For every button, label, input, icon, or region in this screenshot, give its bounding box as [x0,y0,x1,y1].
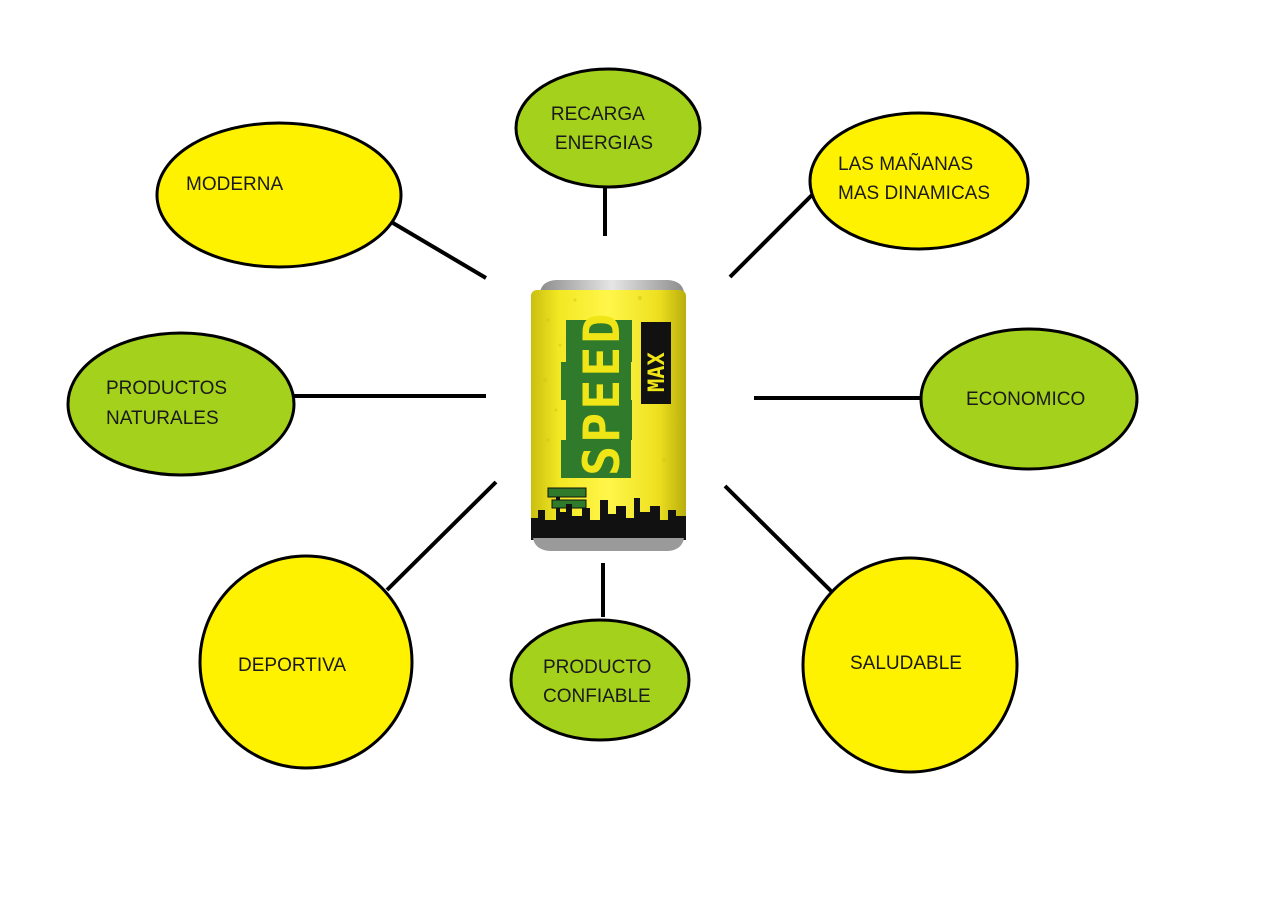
can-logo-panel-3 [561,362,631,400]
connector-moderna [391,221,488,280]
can-brand-text: SPEED [573,310,631,476]
node-economico: ECONOMICO [919,327,1139,471]
node-label: PRODUCTOS NATURALES [106,378,232,429]
node-label-line: NATURALES [106,408,219,429]
node-label-line: ENERGIAS [555,133,653,154]
node-label-line: RECARGA [551,104,645,125]
node-label-line: SALUDABLE [850,653,962,674]
can-brand-logo: SPEED MAX [561,310,671,478]
connectors [294,188,921,617]
can-sub-brand-text: MAX [645,352,670,392]
node-label-line: ECONOMICO [966,389,1085,410]
connector-las-mananas [728,192,815,279]
product-can-image: SPEED MAX [531,280,686,551]
connector-saludable [723,484,834,594]
node-label-line: MAS DINAMICAS [838,183,990,204]
can-logo-panel-2 [566,400,632,440]
can-bottom-rim [533,538,684,551]
nodes: RECARGA ENERGIAS MODERNA LAS MAÑANAS MAS… [66,67,1139,774]
node-producto-confiable: PRODUCTO CONFIABLE [509,618,691,742]
node-label: DEPORTIVA [238,655,346,676]
node-label-line: CONFIABLE [543,686,651,707]
node-label: RECARGA ENERGIAS [551,104,653,154]
node-label: PRODUCTO CONFIABLE [543,657,657,707]
node-label: ECONOMICO [966,389,1085,410]
node-label-line: PRODUCTO [543,657,651,678]
can-logo-panel-1 [561,440,631,478]
node-moderna: MODERNA [155,121,403,269]
node-label-line: DEPORTIVA [238,655,346,676]
node-deportiva: DEPORTIVA [198,554,414,770]
node-saludable: SALUDABLE [801,556,1019,774]
node-label: SALUDABLE [850,653,962,674]
can-city-skyline [531,498,686,540]
can-top-rim [540,280,684,292]
connector-deportiva [385,480,498,592]
node-label-line: LAS MAÑANAS [838,153,973,175]
node-label-line: PRODUCTOS [106,378,227,399]
node-las-mananas: LAS MAÑANAS MAS DINAMICAS [808,111,1030,251]
can-sub-brand-badge [641,322,671,404]
node-productos-naturales: PRODUCTOS NATURALES [66,331,296,477]
node-label: LAS MAÑANAS MAS DINAMICAS [838,153,990,204]
node-label-line: MODERNA [186,174,283,195]
node-label: MODERNA [186,174,283,195]
can-logo-panel-4 [566,320,632,362]
node-recarga-energias: RECARGA ENERGIAS [514,67,702,189]
